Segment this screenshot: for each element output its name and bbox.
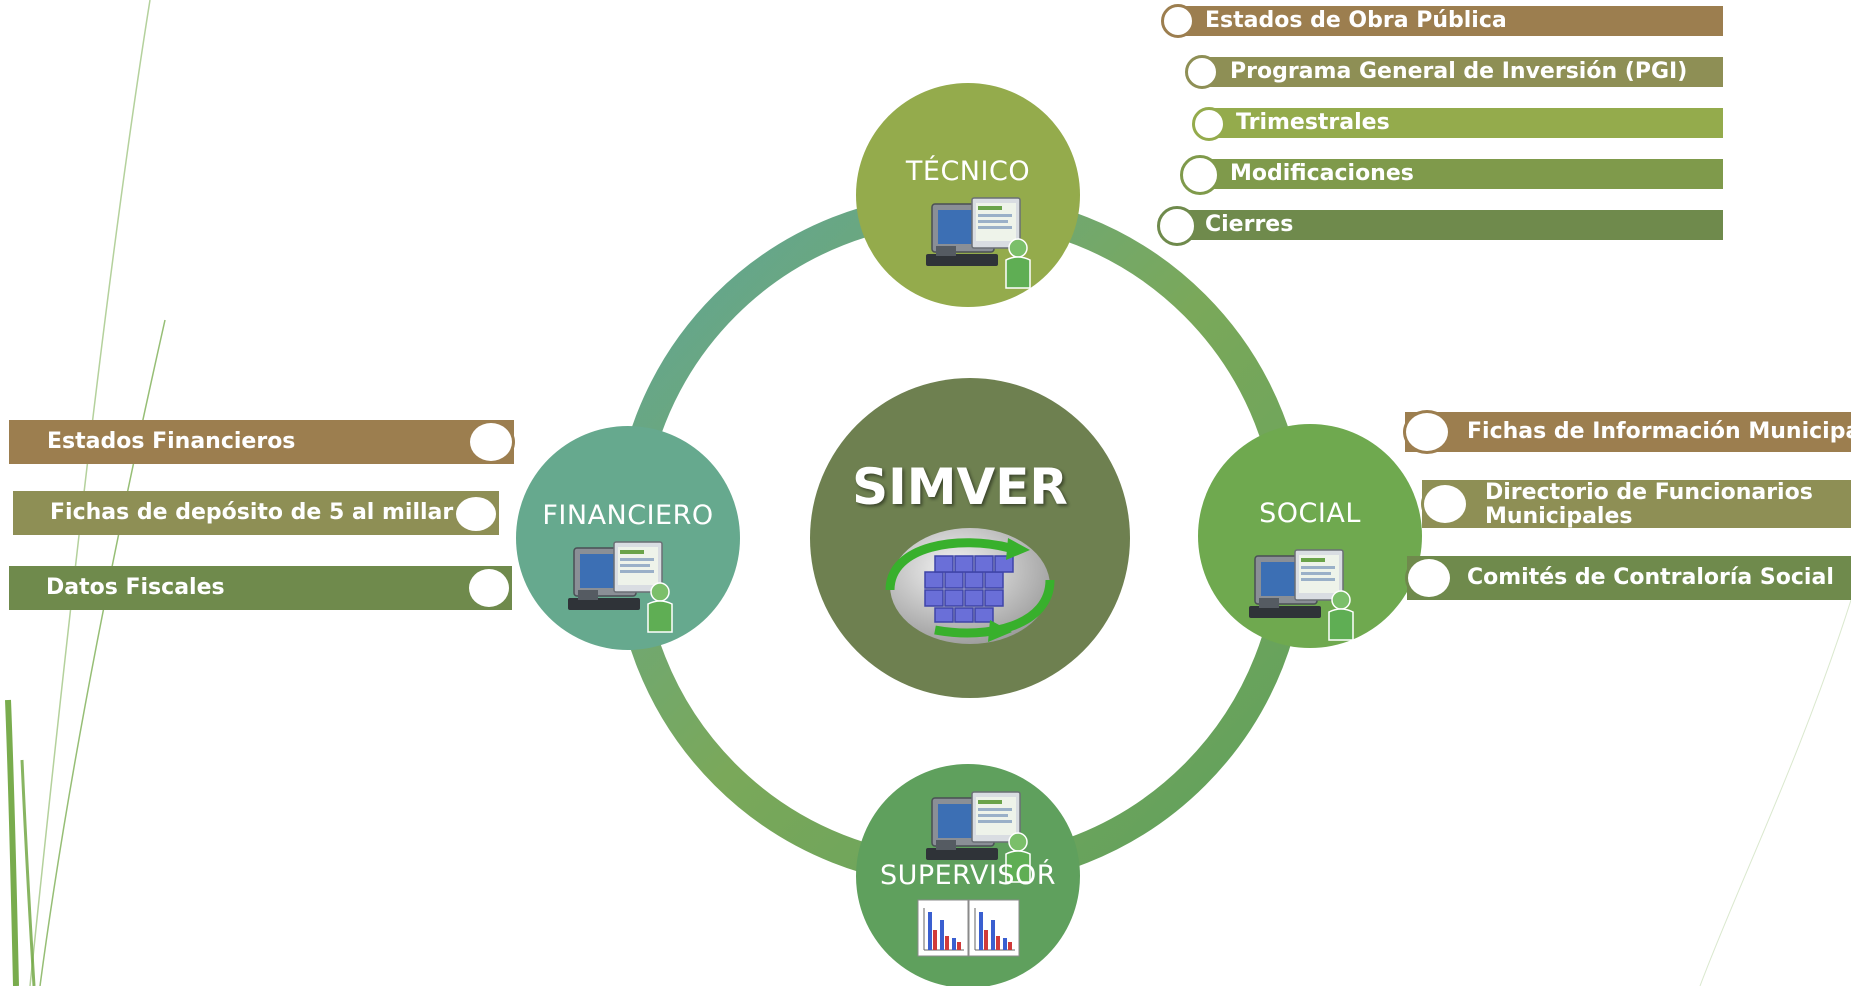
bullet-icon: [467, 420, 515, 464]
bullet-icon: [1192, 107, 1226, 141]
financiero-node: [516, 426, 740, 650]
financiero-label: FINANCIERO: [542, 500, 714, 531]
tecnico-item-4: Modificaciones: [1200, 159, 1723, 189]
tecnico-item-2: Programa General de Inversión (PGI): [1200, 57, 1723, 87]
bullet-icon: [1403, 410, 1451, 454]
computer-user-icon: [568, 541, 673, 633]
supervisor-label: SUPERVISOŔ: [879, 860, 1057, 891]
tecnico-item-5: Cierres: [1175, 210, 1723, 240]
social-node: [1198, 424, 1422, 648]
financiero-item-1: Estados Financieros: [9, 420, 514, 464]
tecnico-item-1: Estados de Obra Pública: [1175, 6, 1723, 36]
social-item-2: Directorio de Funcionarios Municipales: [1422, 480, 1851, 529]
bullet-icon: [453, 494, 499, 534]
database-sync-icon: [885, 528, 1055, 644]
bullet-icon: [466, 566, 512, 610]
social-item-1: Fichas de Información Municipal: [1405, 412, 1851, 452]
bullet-icon: [1421, 482, 1469, 526]
social-label: SOCIAL: [1259, 498, 1361, 529]
bar-chart-report-icon: [917, 899, 969, 957]
tecnico-label: TÉCNICO: [905, 156, 1031, 187]
simver-title: SIMVER: [852, 458, 1068, 516]
bar-chart-report-icon: [968, 899, 1020, 957]
bullet-icon: [1405, 556, 1453, 600]
financiero-item-3: Datos Fiscales: [9, 566, 512, 610]
bullet-icon: [1180, 155, 1220, 195]
social-item-3: Comités de Contraloría Social: [1407, 556, 1851, 600]
computer-user-icon: [926, 197, 1031, 289]
bullet-icon: [1157, 206, 1197, 246]
computer-user-icon: [926, 791, 1031, 883]
supervisor-node: [856, 764, 1080, 986]
computer-user-icon: [1249, 549, 1354, 641]
bullet-icon: [1161, 4, 1195, 38]
bullet-icon: [1185, 55, 1219, 89]
financiero-item-2: Fichas de depósito de 5 al millar: [13, 491, 499, 535]
tecnico-item-3: Trimestrales: [1208, 108, 1723, 138]
